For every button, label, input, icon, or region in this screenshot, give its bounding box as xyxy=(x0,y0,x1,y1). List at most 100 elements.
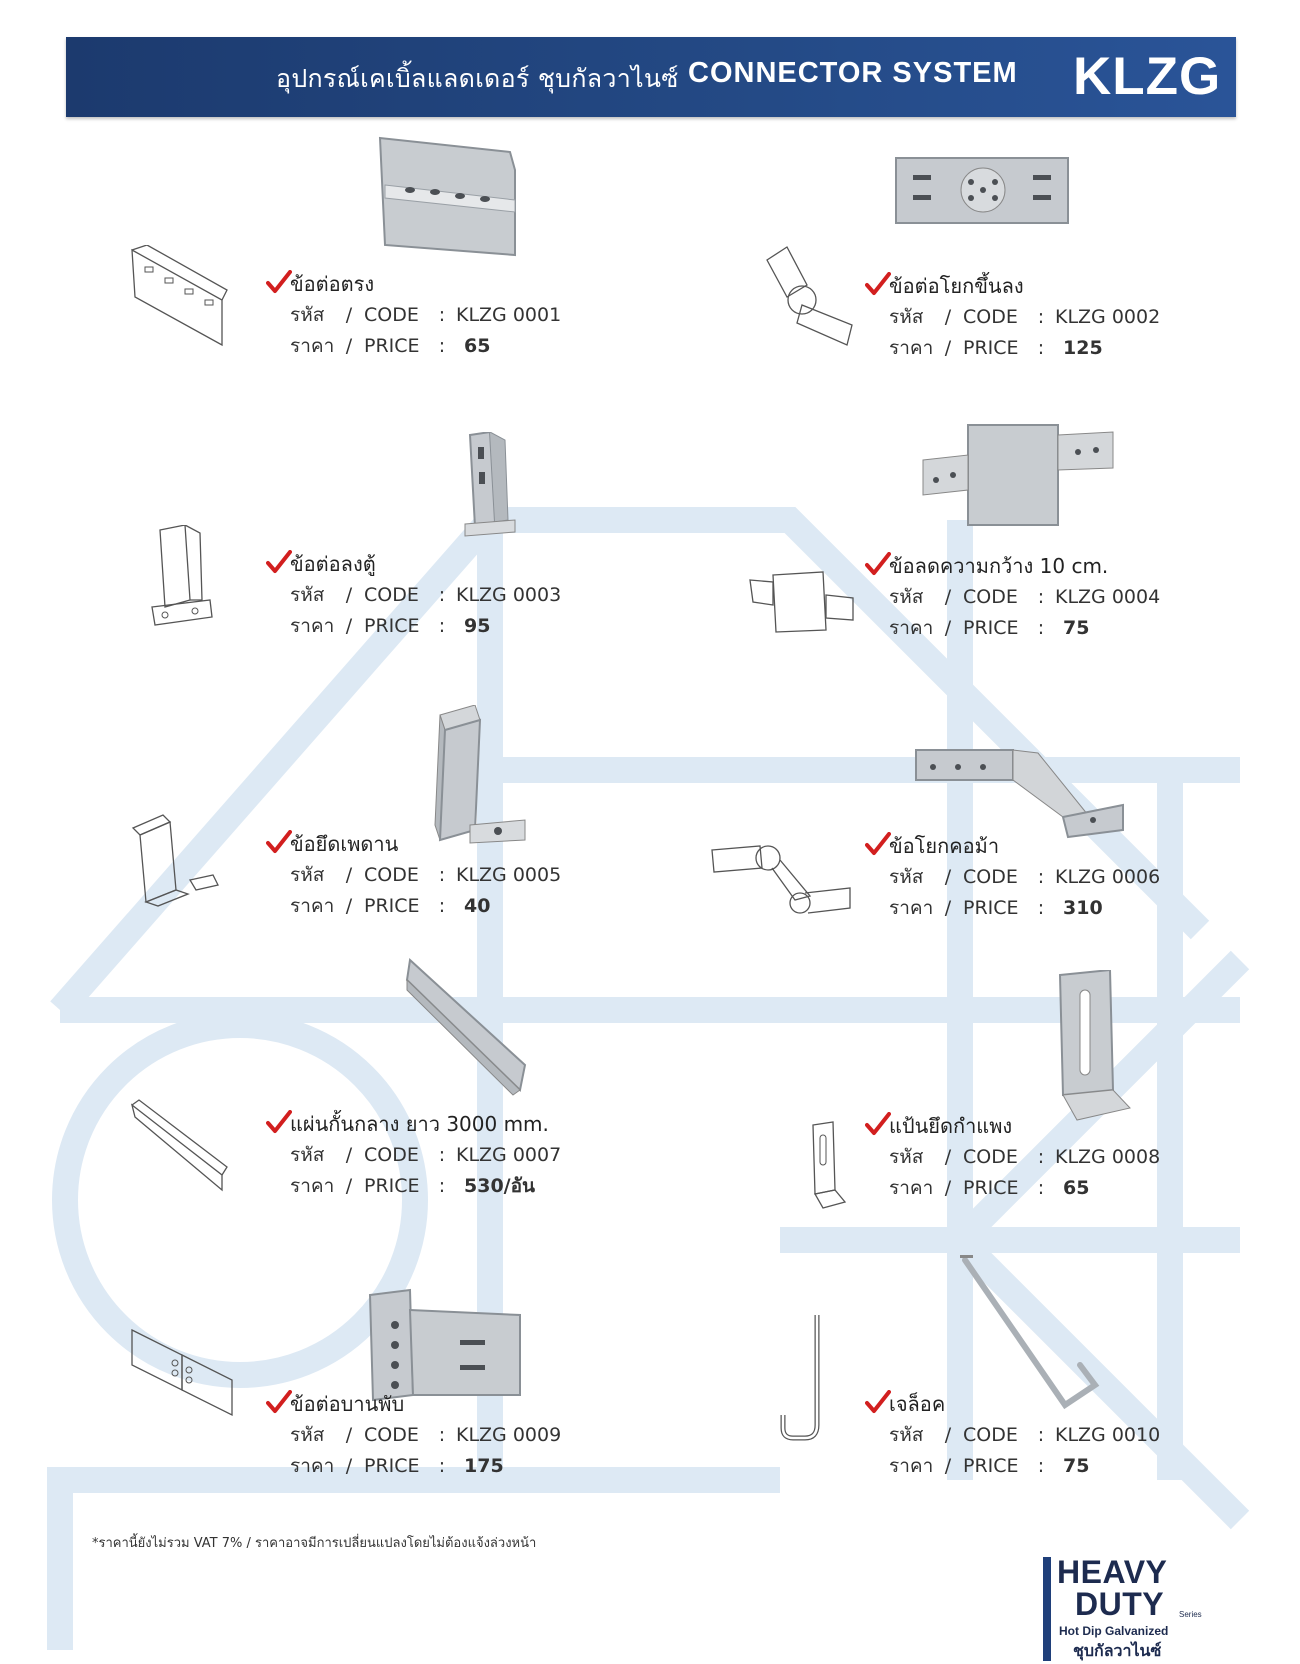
product-price: 125 xyxy=(1063,337,1103,359)
product-item: ข้อยึดเพดาน รหัส/CODE:KLZG 0005 ราคา/PRI… xyxy=(266,828,561,922)
product-item: แป้นยึดกำแพง รหัส/CODE:KLZG 0008 ราคา/PR… xyxy=(865,1110,1160,1204)
product-code-line: รหัส/CODE:KLZG 0006 xyxy=(889,862,1160,893)
checkmark-icon xyxy=(865,1112,891,1135)
product-item: ข้อต่อลงตู้ รหัส/CODE:KLZG 0003 ราคา/PRI… xyxy=(266,548,561,642)
code-label: CODE xyxy=(364,864,419,886)
price-label-thai: ราคา xyxy=(889,617,934,639)
ceiling-bracket-drawing xyxy=(131,814,219,907)
price-label-thai: ราคา xyxy=(889,897,934,919)
code-label-thai: รหัส xyxy=(889,1146,924,1168)
checkmark-icon xyxy=(865,272,891,295)
product-item: ข้อต่อโยกขึ้นลง รหัส/CODE:KLZG 0002 ราคา… xyxy=(865,270,1160,364)
separator: / xyxy=(944,617,952,639)
checkmark-icon xyxy=(266,270,292,293)
price-label: PRICE xyxy=(963,897,1019,919)
checkmark-icon xyxy=(266,830,292,853)
product-price: 65 xyxy=(1063,1177,1090,1199)
separator: / xyxy=(345,615,353,637)
checkmark-icon xyxy=(865,1390,891,1413)
product-code-line: รหัส/CODE:KLZG 0001 xyxy=(290,300,561,331)
product-item: แผ่นกั้นกลาง ยาว 3000 mm. รหัส/CODE:KLZG… xyxy=(266,1108,561,1202)
product-name: ข้อโยกคอม้า xyxy=(889,834,1000,858)
separator: / xyxy=(345,1455,353,1477)
product-price-line: ราคา/PRICE:530/อัน xyxy=(290,1171,561,1202)
vertical-bend-connector-photo xyxy=(895,157,1069,224)
header-thai-title: อุปกรณ์เคเบิ้ลแลดเดอร์ ชุบกัลวาไนซ์ xyxy=(276,64,679,93)
product-item: เจล็อค รหัส/CODE:KLZG 0010 ราคา/PRICE:75 xyxy=(865,1388,1160,1482)
checkmark-icon xyxy=(266,1110,292,1133)
colon: : xyxy=(1037,1424,1045,1446)
code-label: CODE xyxy=(364,584,419,606)
heavy-duty-logo: HEAVY DUTY Series Hot Dip Galvanized ชุบ… xyxy=(1043,1555,1213,1664)
separator: / xyxy=(944,1177,952,1199)
code-label: CODE xyxy=(364,304,419,326)
price-label: PRICE xyxy=(963,617,1019,639)
product-code: KLZG 0001 xyxy=(456,304,562,326)
header-banner: อุปกรณ์เคเบิ้ลแลดเดอร์ ชุบกัลวาไนซ์ CONN… xyxy=(66,37,1236,117)
product-price-line: ราคา/PRICE:125 xyxy=(889,333,1160,364)
colon: : xyxy=(438,895,446,917)
price-label-thai: ราคา xyxy=(290,895,335,917)
product-name: ข้อต่อโยกขึ้นลง xyxy=(889,274,1024,298)
product-name: เจล็อค xyxy=(889,1392,946,1416)
logo-bar xyxy=(1043,1557,1051,1661)
price-label-thai: ราคา xyxy=(889,1177,934,1199)
code-label-thai: รหัส xyxy=(889,306,924,328)
code-label: CODE xyxy=(963,1424,1018,1446)
product-code: KLZG 0002 xyxy=(1055,306,1161,328)
product-name: ข้อลดความกว้าง 10 cm. xyxy=(889,554,1109,578)
product-code: KLZG 0010 xyxy=(1055,1424,1161,1446)
code-label-thai: รหัส xyxy=(889,586,924,608)
separator: / xyxy=(345,584,353,606)
separator: / xyxy=(345,304,353,326)
checkmark-icon xyxy=(266,550,292,573)
product-name: แผ่นกั้นกลาง ยาว 3000 mm. xyxy=(290,1112,549,1136)
product-price-line: ราคา/PRICE:175 xyxy=(290,1451,561,1482)
code-label: CODE xyxy=(963,586,1018,608)
product-price: 40 xyxy=(464,895,491,917)
product-price: 95 xyxy=(464,615,491,637)
separator: / xyxy=(345,335,353,357)
product-item: ข้อต่อบานพับ รหัส/CODE:KLZG 0009 ราคา/PR… xyxy=(266,1388,561,1482)
product-name: ข้อยึดเพดาน xyxy=(290,832,399,856)
product-name: แป้นยึดกำแพง xyxy=(889,1114,1013,1138)
product-code-line: รหัส/CODE:KLZG 0004 xyxy=(889,582,1160,613)
logo-line-hdg: Hot Dip Galvanized xyxy=(1059,1624,1169,1638)
code-label-thai: รหัส xyxy=(290,1424,325,1446)
product-item: ข้อโยกคอม้า รหัส/CODE:KLZG 0006 ราคา / PRI… xyxy=(865,830,1160,924)
box-connector-photo xyxy=(464,432,516,537)
colon: : xyxy=(1037,866,1045,888)
colon: : xyxy=(438,335,446,357)
separator: / xyxy=(345,1175,353,1197)
product-code-line: รหัส/CODE:KLZG 0003 xyxy=(290,580,561,611)
product-item: ข้อลดความกว้าง 10 cm. รหัส/CODE:KLZG 000… xyxy=(865,550,1160,644)
header-system-title: CONNECTOR SYSTEM xyxy=(688,57,1018,89)
separator: / xyxy=(345,864,353,886)
code-label-thai: รหัส xyxy=(889,1424,924,1446)
box-connector-drawing xyxy=(151,525,213,626)
price-label-thai: ราคา xyxy=(889,337,934,359)
vertical-bend-connector-drawing xyxy=(766,246,853,346)
price-label: PRICE xyxy=(963,1177,1019,1199)
separator: / xyxy=(944,306,952,328)
price-label-thai: ราคา xyxy=(290,1175,335,1197)
colon: : xyxy=(438,1144,446,1166)
product-item: ข้อต่อตรง รหัส/CODE:KLZG 0001 ราคา/PRICE… xyxy=(266,268,561,362)
product-code: KLZG 0005 xyxy=(456,864,562,886)
price-label-thai: ราคา xyxy=(889,1455,934,1477)
colon: : xyxy=(1037,586,1045,608)
straight-connector-drawing xyxy=(131,245,228,347)
hinge-connector-drawing xyxy=(131,1328,233,1417)
colon: : xyxy=(1037,617,1045,639)
price-label-thai: ราคา xyxy=(290,615,335,637)
j-lock-photo xyxy=(960,1255,1100,1410)
product-name: ข้อต่อตรง xyxy=(290,272,375,296)
product-price: 65 xyxy=(464,335,491,357)
colon: : xyxy=(1037,1177,1045,1199)
product-price-line: ราคา/PRICE:40 xyxy=(290,891,561,922)
code-label: CODE xyxy=(963,1146,1018,1168)
code-label-thai: รหัส xyxy=(290,1144,325,1166)
separator: / xyxy=(944,1146,952,1168)
separator: / xyxy=(944,897,952,919)
